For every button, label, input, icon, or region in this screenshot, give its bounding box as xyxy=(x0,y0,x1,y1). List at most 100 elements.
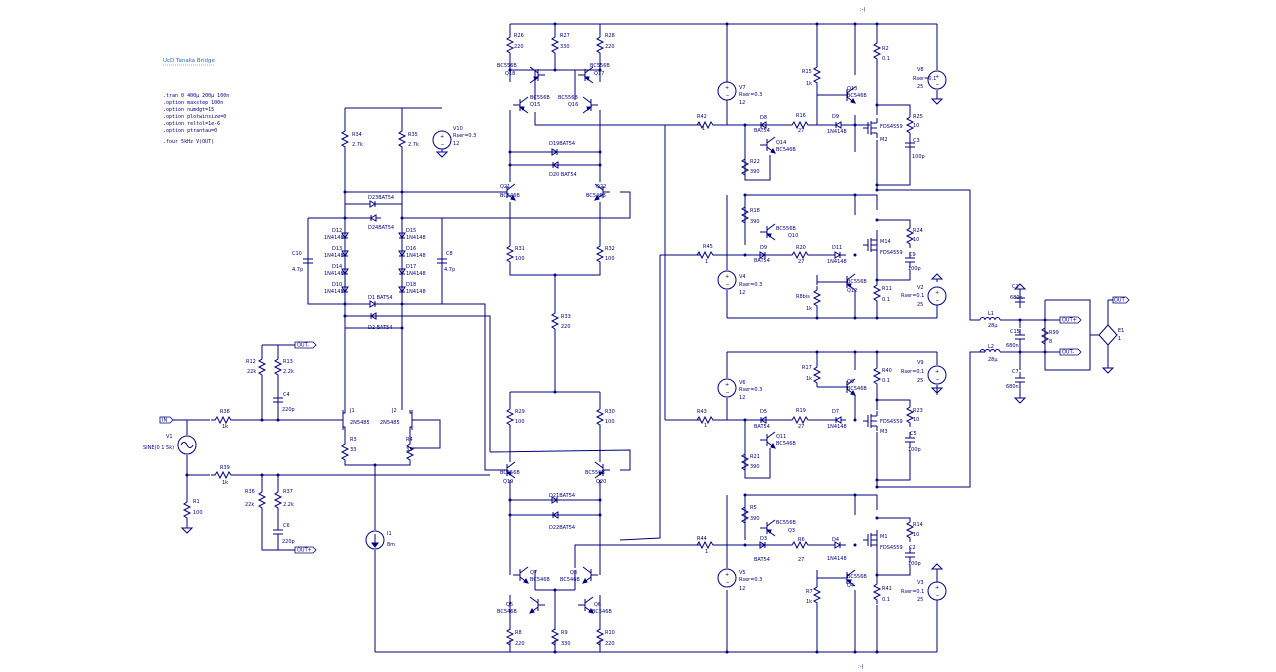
diode-d1[interactable]: D1 BAT54 xyxy=(364,295,393,308)
diode-d20[interactable]: D20 BAT54 xyxy=(546,161,577,178)
diode-d23[interactable]: D23BAT54 xyxy=(364,195,394,208)
capacitor-c8[interactable]: C84.7p xyxy=(436,251,455,273)
dependent-source-e1[interactable]: E11 xyxy=(1098,324,1124,346)
diode-d21[interactable]: D21BAT54 xyxy=(546,493,575,504)
diode-d2[interactable]: D2 BAT54 xyxy=(364,312,393,331)
diode-d19[interactable]: D19BAT54 xyxy=(546,141,575,156)
